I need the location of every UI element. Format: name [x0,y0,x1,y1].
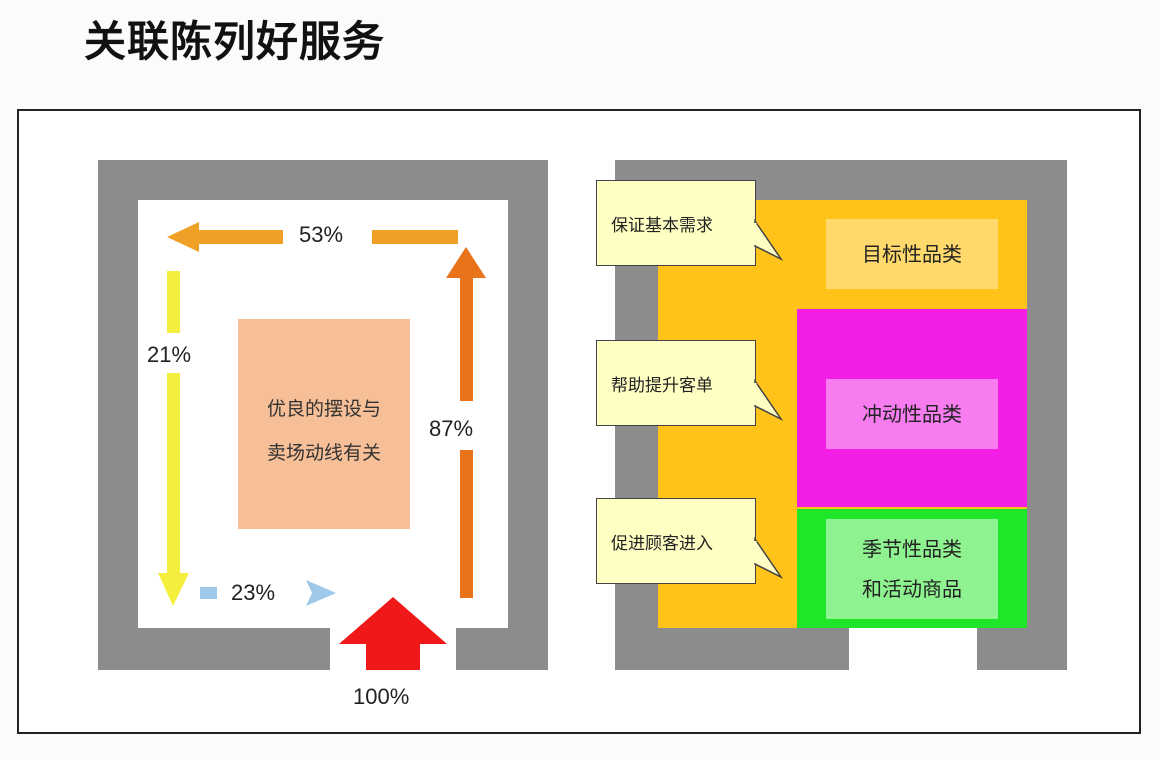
callout-text: 帮助提升客单 [611,376,713,396]
pct-bottom-label: 23% [231,580,276,605]
callout-bubble: 保证基本需求 [596,180,756,266]
page-title: 关联陈列好服务 [84,17,386,66]
callout-text: 促进顾客进入 [611,534,713,554]
pct-top-label: 53% [299,222,344,247]
seasonal-category-label-line1: 季节性品类 [862,537,962,561]
center-text-line2: 卖场动线有关 [266,442,381,464]
callout-bubble: 帮助提升客单 [596,340,756,426]
right-store-entrance-gap [849,628,977,672]
arrow-top-left [167,222,458,252]
seasonal-category-label-line2: 和活动商品 [862,577,962,601]
bubble-tails [753,218,784,579]
pct-entrance-label: 100% [353,684,410,709]
impulse-category-box: 冲动性品类 [826,379,998,449]
diagram-frame: 优良的摆设与 卖场动线有关 [17,109,1141,734]
impulse-category-label: 冲动性品类 [862,402,962,426]
callout-bubble: 促进顾客进入 [596,498,756,584]
target-category-box: 目标性品类 [826,219,998,289]
center-text-line1: 优良的摆设与 [266,398,381,420]
arrow-left-down [158,271,189,606]
arrow-right-up [446,247,486,598]
center-display-box [238,319,410,529]
arrow-entrance [339,597,447,670]
seasonal-category-box: 季节性品类 和活动商品 [826,519,998,619]
pct-right-label: 87% [429,416,474,441]
bubble-tail [753,378,784,421]
bubble-tail [753,218,784,261]
arrow-bottom-right [200,580,336,606]
target-category-label: 目标性品类 [862,242,962,266]
pct-left-label: 21% [147,342,192,367]
flow-arrows [158,222,486,670]
bubble-tail [753,536,784,579]
callout-text: 保证基本需求 [611,216,713,236]
